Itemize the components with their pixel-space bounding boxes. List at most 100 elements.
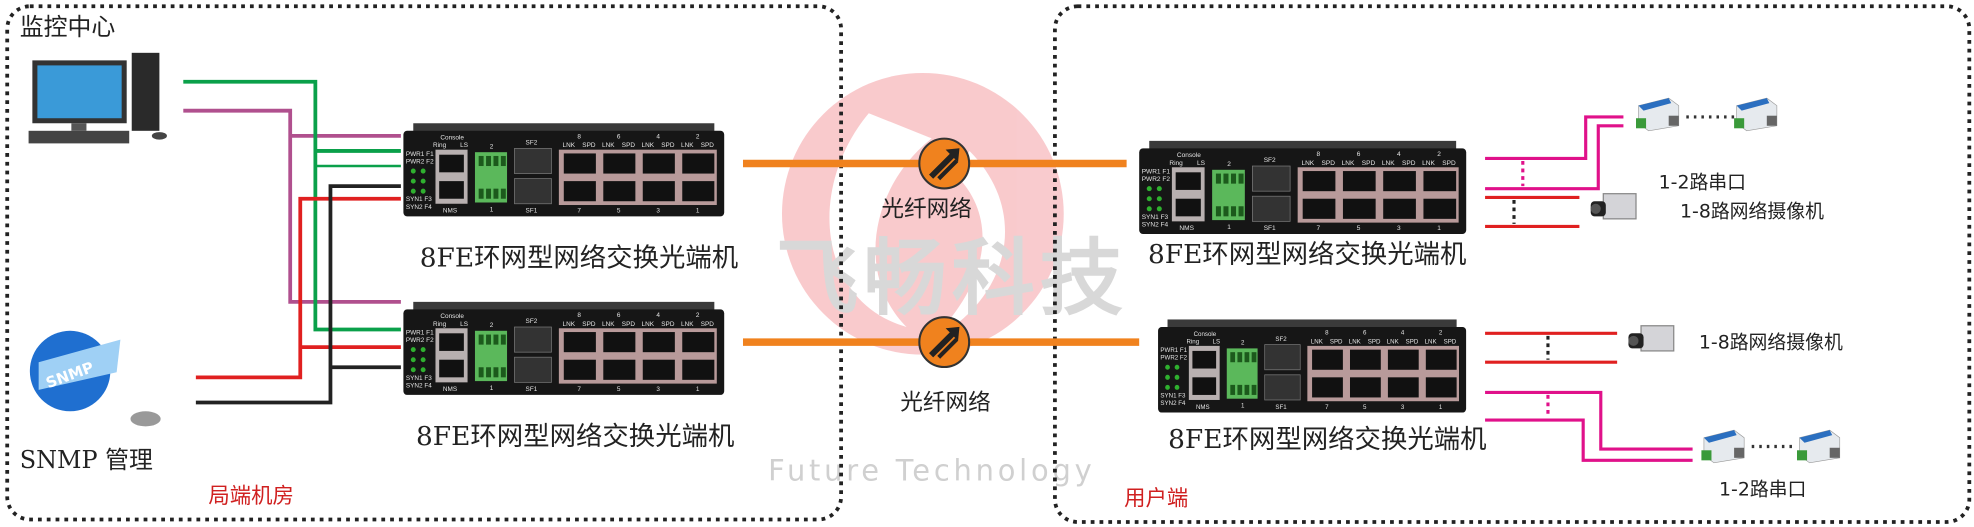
cameras-label: 1-8路网络摄像机: [1680, 201, 1824, 223]
fiber-network-icon: [919, 139, 969, 189]
fiber-network-icon: [919, 317, 969, 367]
lnk-label: LNK: [1382, 160, 1395, 167]
ls-label: LS: [460, 321, 469, 328]
svg-text:1: 1: [1437, 225, 1441, 232]
pwr-label: PWR1 F1: [1160, 347, 1187, 354]
ring-label: Ring: [1186, 338, 1199, 345]
console-label: Console: [440, 313, 464, 320]
console-label: Console: [1177, 152, 1201, 159]
sf1-label: SF1: [526, 208, 538, 215]
svg-text:6: 6: [1363, 329, 1367, 336]
syn-label: SYN1 F3: [406, 375, 432, 382]
svg-text:1: 1: [696, 208, 700, 215]
lnk-label: LNK: [642, 142, 655, 149]
user-switch-2-label: 8FE环网型网络交换光端机: [1168, 424, 1486, 455]
lnk-label: LNK: [563, 321, 576, 328]
spd-label: SPD: [622, 321, 635, 328]
nms-label: NMS: [1179, 225, 1194, 232]
user-wiring-top: [1485, 115, 1735, 228]
user-side-zone: [1053, 4, 1972, 524]
svg-text:2: 2: [1439, 329, 1443, 336]
nms-label: NMS: [443, 386, 458, 393]
syn2-label: SYN2 F4: [1142, 221, 1169, 228]
svg-text:2: 2: [1227, 161, 1231, 168]
lnk-label: LNK: [1422, 160, 1435, 167]
pwr2-label: PWR2 F2: [406, 337, 434, 344]
user-switch-1-label: 8FE环网型网络交换光端机: [1148, 239, 1466, 270]
user-side-label: 用户端: [1124, 487, 1188, 512]
svg-text:1: 1: [696, 386, 700, 393]
sf2-label: SF2: [1264, 157, 1276, 164]
watermark-brand-en: Future Technology: [768, 453, 1095, 487]
central-switch-2: Console Ring LS PWR1 F1 PWR2 F2 SYN1 F3 …: [403, 301, 725, 395]
svg-text:2: 2: [490, 143, 494, 150]
console-label: Console: [1194, 331, 1217, 338]
lnk-label: LNK: [1301, 160, 1314, 167]
svg-text:2: 2: [1437, 151, 1441, 158]
lnk-label: LNK: [602, 321, 615, 328]
serial-ports-label: 1-2路串口: [1719, 479, 1806, 501]
ls-label: LS: [460, 142, 469, 149]
lnk-label: LNK: [1311, 338, 1324, 345]
svg-text:7: 7: [577, 386, 581, 393]
svg-text:8: 8: [577, 133, 581, 140]
svg-text:4: 4: [656, 133, 660, 140]
svg-text:4: 4: [1397, 151, 1401, 158]
snmp-globe-icon: SNMP: [29, 330, 161, 427]
pwr-label: PWR1 F1: [406, 330, 434, 337]
lnk-label: LNK: [1342, 160, 1355, 167]
svg-text:8: 8: [1325, 329, 1329, 336]
syn-label: SYN1 F3: [1142, 214, 1169, 221]
svg-text:3: 3: [1397, 225, 1401, 232]
pwr-label: PWR1 F1: [406, 151, 434, 158]
lnk-label: LNK: [1349, 338, 1362, 345]
pwr2-label: PWR2 F2: [406, 158, 434, 165]
ls-label: LS: [1197, 160, 1206, 167]
svg-text:1: 1: [1439, 404, 1443, 411]
ring-label: Ring: [433, 321, 447, 328]
snmp-manage-label: SNMP 管理: [20, 446, 153, 474]
central-room-label: 局端机房: [208, 484, 294, 509]
syn2-label: SYN2 F4: [406, 204, 432, 211]
spd-label: SPD: [661, 321, 674, 328]
computer-icon: [28, 52, 167, 144]
svg-text:7: 7: [1317, 225, 1321, 232]
serial-server-icon: [1635, 97, 1680, 132]
spd-label: SPD: [1362, 160, 1376, 167]
svg-text:8: 8: [577, 312, 581, 319]
serial-server-icon: [1796, 429, 1841, 464]
user-wiring-bottom: [1485, 331, 1797, 462]
svg-text:8: 8: [1317, 151, 1321, 158]
svg-text:1: 1: [490, 206, 494, 213]
spd-label: SPD: [1406, 338, 1419, 345]
sf1-label: SF1: [1264, 225, 1276, 232]
lnk-label: LNK: [1387, 338, 1400, 345]
spd-label: SPD: [1402, 160, 1416, 167]
syn-label: SYN1 F3: [406, 196, 432, 203]
syn2-label: SYN2 F4: [406, 382, 432, 389]
svg-text:5: 5: [1357, 225, 1361, 232]
sf2-label: SF2: [526, 318, 538, 325]
svg-text:1: 1: [490, 385, 494, 392]
spd-label: SPD: [701, 321, 714, 328]
central-switch-1: Console Ring LS PWR1 F1 PWR2 F2 SYN1 F3 …: [403, 123, 725, 217]
nms-label: NMS: [443, 208, 458, 215]
spd-label: SPD: [1444, 338, 1457, 345]
svg-text:2: 2: [1241, 339, 1245, 346]
lnk-label: LNK: [1425, 338, 1438, 345]
svg-text:3: 3: [1401, 404, 1405, 411]
ring-label: Ring: [1169, 160, 1183, 167]
fiber-network-label: 光纤网络: [881, 196, 972, 222]
svg-text:4: 4: [656, 312, 660, 319]
lnk-label: LNK: [681, 321, 694, 328]
svg-text:2: 2: [490, 322, 494, 329]
central-switch-1-label: 8FE环网型网络交换光端机: [420, 243, 738, 274]
svg-text:2: 2: [696, 133, 700, 140]
spd-label: SPD: [701, 142, 714, 149]
svg-text:5: 5: [617, 386, 621, 393]
lnk-label: LNK: [602, 142, 615, 149]
lnk-label: LNK: [681, 142, 694, 149]
spd-label: SPD: [622, 142, 635, 149]
camera-icon: [1590, 193, 1637, 220]
